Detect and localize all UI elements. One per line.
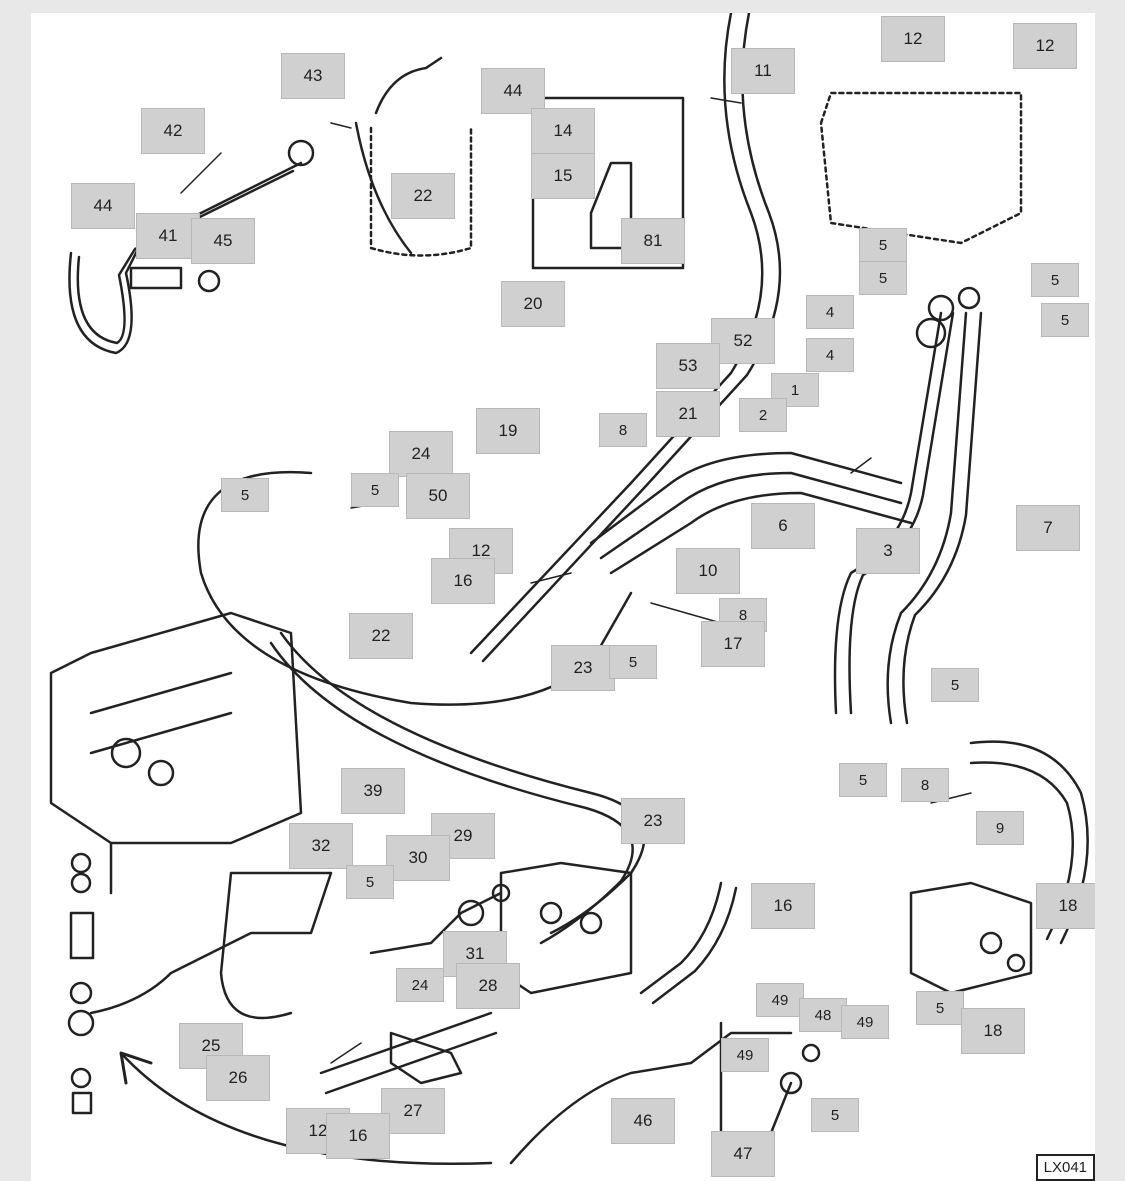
callout-5: 5 bbox=[859, 228, 907, 262]
callout-45: 45 bbox=[191, 218, 255, 264]
callout-24: 24 bbox=[389, 431, 453, 477]
callout-5: 5 bbox=[346, 865, 394, 899]
callout-50: 50 bbox=[406, 473, 470, 519]
callout-47: 47 bbox=[711, 1131, 775, 1177]
callout-21: 21 bbox=[656, 391, 720, 437]
callout-24: 24 bbox=[396, 968, 444, 1002]
callout-16: 16 bbox=[751, 883, 815, 929]
hose-16-bottom bbox=[319, 1011, 493, 1075]
callout-2: 2 bbox=[739, 398, 787, 432]
callout-12: 12 bbox=[881, 16, 945, 62]
pump-top-right bbox=[819, 91, 1023, 245]
callout-16: 16 bbox=[326, 1113, 390, 1159]
callout-5: 5 bbox=[839, 763, 887, 797]
bracket-27 bbox=[389, 1031, 463, 1085]
callout-32: 32 bbox=[289, 823, 353, 869]
callout-10: 10 bbox=[676, 548, 740, 594]
callout-11: 11 bbox=[731, 48, 795, 94]
callout-5: 5 bbox=[859, 261, 907, 295]
callout-26: 26 bbox=[206, 1055, 270, 1101]
callout-8: 8 bbox=[599, 413, 647, 447]
callout-19: 19 bbox=[476, 408, 540, 454]
return-arrow bbox=[119, 1051, 493, 1165]
pipe-6 bbox=[609, 491, 913, 575]
callout-4: 4 bbox=[806, 295, 854, 329]
callout-5: 5 bbox=[811, 1098, 859, 1132]
pipe-3b bbox=[848, 311, 955, 715]
callout-23: 23 bbox=[551, 645, 615, 691]
hose-22-top bbox=[354, 121, 413, 255]
valve-block-left bbox=[49, 611, 303, 845]
callout-44: 44 bbox=[71, 183, 135, 229]
callout-20: 20 bbox=[501, 281, 565, 327]
callout-5: 5 bbox=[1031, 263, 1079, 297]
pipe-32 bbox=[89, 871, 333, 1020]
callout-49: 49 bbox=[721, 1038, 769, 1072]
callout-5: 5 bbox=[609, 645, 657, 679]
pipe-2 bbox=[599, 471, 903, 560]
callout-17: 17 bbox=[701, 621, 765, 667]
callout-12: 12 bbox=[1013, 23, 1077, 69]
callout-3: 3 bbox=[856, 528, 920, 574]
callout-16: 16 bbox=[431, 558, 495, 604]
pipe-46 bbox=[509, 1031, 793, 1165]
callout-4: 4 bbox=[806, 338, 854, 372]
callout-5: 5 bbox=[916, 991, 964, 1025]
callout-49: 49 bbox=[841, 1005, 889, 1039]
callout-22: 22 bbox=[349, 613, 413, 659]
pipe-7b bbox=[902, 311, 983, 725]
callout-18: 18 bbox=[1036, 883, 1095, 929]
callout-18: 18 bbox=[961, 1008, 1025, 1054]
callout-81: 81 bbox=[621, 218, 685, 264]
filter-top bbox=[369, 126, 473, 257]
hose-22-loop bbox=[197, 470, 633, 706]
callout-5: 5 bbox=[221, 478, 269, 512]
callout-48: 48 bbox=[799, 998, 847, 1032]
callout-27: 27 bbox=[381, 1088, 445, 1134]
pipe-1 bbox=[589, 451, 903, 545]
callout-42: 42 bbox=[141, 108, 205, 154]
callout-46: 46 bbox=[611, 1098, 675, 1144]
valve-block-detail bbox=[89, 671, 233, 895]
callout-28: 28 bbox=[456, 963, 520, 1009]
callout-5: 5 bbox=[1041, 303, 1089, 337]
callout-39: 39 bbox=[341, 768, 405, 814]
pipe-3 bbox=[833, 311, 943, 715]
callout-44: 44 bbox=[481, 68, 545, 114]
callout-30: 30 bbox=[386, 835, 450, 881]
parts-diagram-sheet: 12 12 43 44 11 42 14 15 22 44 41 45 81 5… bbox=[31, 13, 1095, 1181]
callout-22: 22 bbox=[391, 173, 455, 219]
callout-49: 49 bbox=[756, 983, 804, 1017]
callout-7: 7 bbox=[1016, 505, 1080, 551]
callout-5: 5 bbox=[931, 668, 979, 702]
callout-8: 8 bbox=[901, 768, 949, 802]
callout-15: 15 bbox=[531, 153, 595, 199]
callout-43: 43 bbox=[281, 53, 345, 99]
pipe-7 bbox=[886, 311, 968, 725]
hose-16-center bbox=[639, 881, 723, 995]
callout-5: 5 bbox=[351, 473, 399, 507]
hose-42 bbox=[68, 161, 303, 355]
callout-6: 6 bbox=[751, 503, 815, 549]
callout-14: 14 bbox=[531, 108, 595, 154]
callout-52: 52 bbox=[711, 318, 775, 364]
figure-code-label: LX041 bbox=[1035, 1154, 1095, 1181]
valve-block-right bbox=[909, 881, 1033, 995]
callout-53: 53 bbox=[656, 343, 720, 389]
hose-42-inner bbox=[76, 169, 295, 345]
callout-9: 9 bbox=[976, 811, 1024, 845]
hose-39b bbox=[269, 641, 634, 945]
callout-23: 23 bbox=[621, 798, 685, 844]
